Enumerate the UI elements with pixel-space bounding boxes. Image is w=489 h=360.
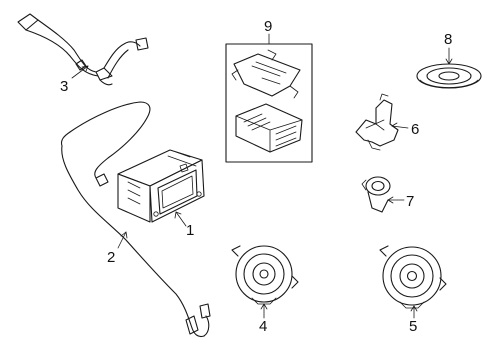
head-unit-part bbox=[117, 149, 205, 223]
front-speaker-left-part bbox=[231, 245, 299, 305]
control-module-part bbox=[225, 43, 313, 163]
callout-4: 4 bbox=[259, 318, 267, 335]
callout-2: 2 bbox=[107, 249, 115, 266]
wiring-harness-part bbox=[17, 13, 149, 86]
callout-3: 3 bbox=[60, 78, 68, 95]
leader-lines bbox=[71, 33, 453, 319]
callout-1: 1 bbox=[186, 222, 194, 239]
antenna-cable-part bbox=[60, 101, 211, 338]
bracket-part bbox=[355, 93, 399, 151]
rear-speaker-part bbox=[416, 63, 482, 89]
tweeter-part bbox=[361, 176, 391, 213]
callout-8: 8 bbox=[444, 31, 452, 48]
callout-6: 6 bbox=[411, 121, 419, 138]
callout-5: 5 bbox=[409, 318, 417, 335]
callout-7: 7 bbox=[406, 193, 414, 210]
front-speaker-right-part bbox=[379, 245, 447, 309]
callout-9: 9 bbox=[264, 18, 272, 35]
